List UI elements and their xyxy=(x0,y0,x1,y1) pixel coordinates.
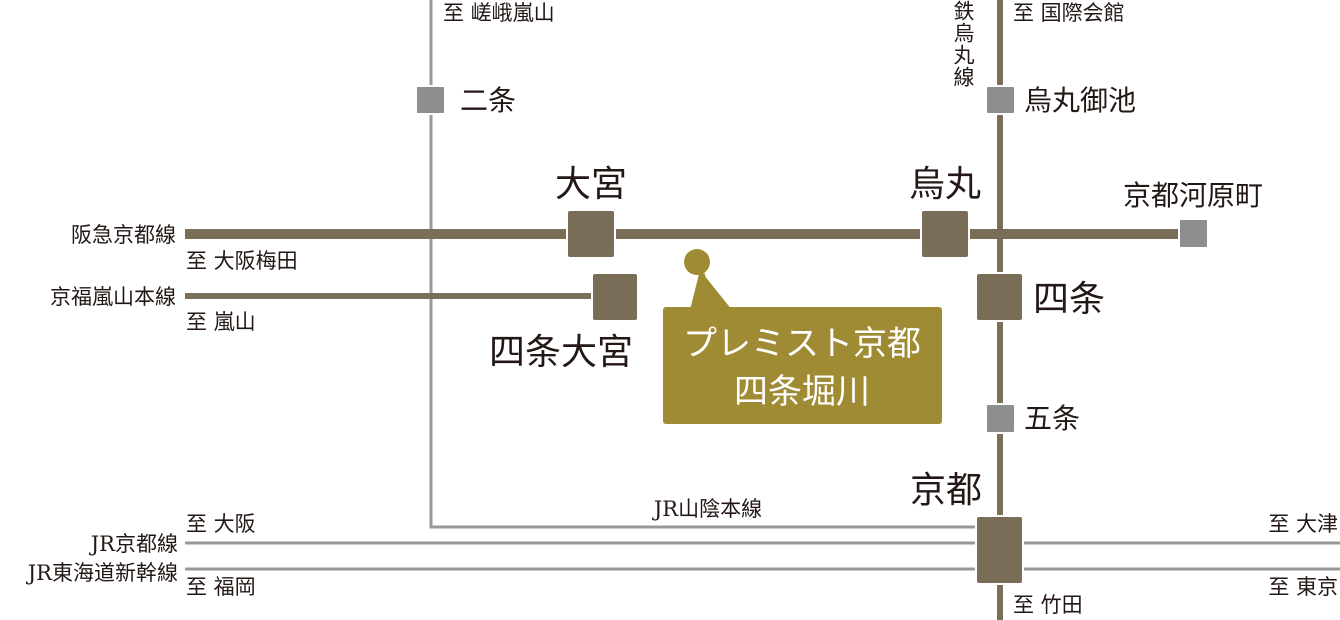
station-karasuma[interactable] xyxy=(920,209,970,259)
label-jr-kyoto: JR京都線 xyxy=(89,532,178,556)
name-gojo: 五条 xyxy=(1024,402,1080,435)
dir-saga: 至 嵯峨嵐山 xyxy=(443,1,555,25)
label-subway: 地下鉄烏丸線 xyxy=(951,0,975,88)
station-omiya[interactable] xyxy=(566,209,616,259)
label-jr-sanin: JR山陰本線 xyxy=(652,497,762,521)
station-gojo[interactable] xyxy=(985,403,1016,434)
name-kawaramachi: 京都河原町 xyxy=(1123,179,1263,212)
property-callout[interactable] xyxy=(663,307,942,424)
station-shijo[interactable] xyxy=(975,272,1024,322)
jr-sanin-line xyxy=(429,0,985,529)
station-kawaramachi[interactable] xyxy=(1178,218,1209,249)
name-karasuma-oike: 烏丸御池 xyxy=(1024,84,1136,117)
dir-otsu: 至 大津 xyxy=(1268,512,1338,536)
dir-takeda: 至 竹田 xyxy=(1013,593,1083,617)
name-omiya: 大宮 xyxy=(555,164,627,205)
label-shinkansen: JR東海道新幹線 xyxy=(26,561,178,585)
dir-fukuoka: 至 福岡 xyxy=(186,575,256,599)
name-karasuma: 烏丸 xyxy=(909,164,981,205)
label-keifuku: 京福嵐山本線 xyxy=(50,285,176,309)
property-name-line1: プレミスト京都 xyxy=(683,324,921,364)
station-karasuma-oike[interactable] xyxy=(985,85,1016,115)
name-kyoto: 京都 xyxy=(910,470,982,511)
station-nijo[interactable] xyxy=(415,85,446,115)
dir-osaka: 至 大阪 xyxy=(186,512,256,536)
dir-tokyo: 至 東京 xyxy=(1268,575,1338,599)
name-shijo: 四条 xyxy=(1033,279,1105,320)
name-shijo-omiya: 四条大宮 xyxy=(489,332,633,373)
station-kyoto[interactable] xyxy=(975,515,1024,585)
dir-osaka-umeda: 至 大阪梅田 xyxy=(186,249,298,273)
property-location-marker xyxy=(684,249,710,275)
dir-kokusai: 至 国際会館 xyxy=(1013,1,1125,25)
name-nijo: 二条 xyxy=(460,84,516,117)
property-callout-pointer-tip xyxy=(690,270,732,310)
station-shijo-omiya[interactable] xyxy=(591,272,639,322)
property-name-line2: 四条堀川 xyxy=(734,372,870,412)
label-hankyu: 阪急京都線 xyxy=(71,223,176,247)
dir-arashiyama: 至 嵐山 xyxy=(186,310,256,334)
